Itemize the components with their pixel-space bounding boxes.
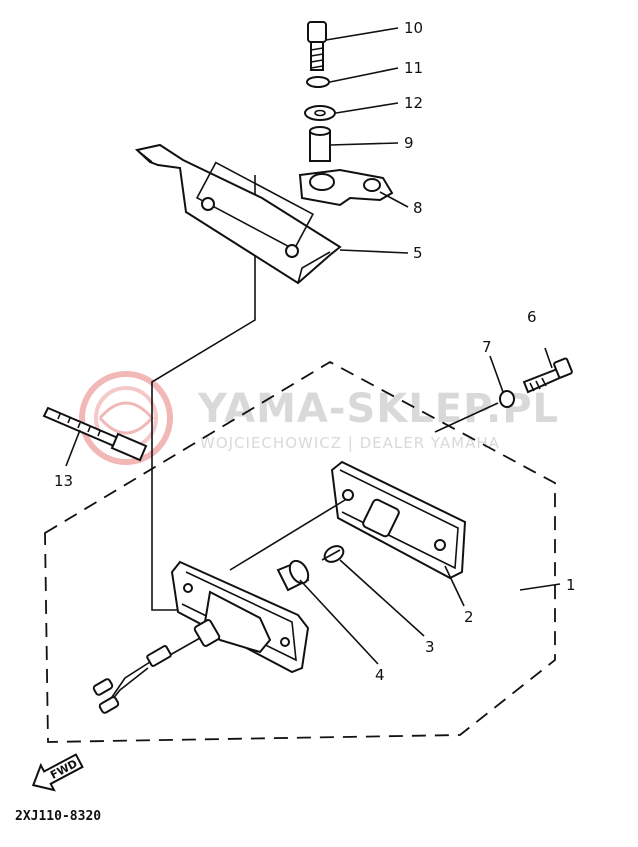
callout-12: 12 (404, 94, 423, 112)
wiring-harness (92, 619, 221, 714)
callout-3: 3 (425, 638, 435, 656)
callout-labels: 10 11 12 9 8 5 6 7 13 1 2 3 4 (54, 19, 576, 684)
assembly-outline (44, 360, 556, 743)
watermark-title: YAMA-SKLEP.PL (197, 386, 559, 432)
lamp-housing-part (170, 560, 310, 674)
callout-8: 8 (413, 199, 423, 217)
callout-11: 11 (404, 59, 423, 77)
callout-1: 1 (566, 576, 576, 594)
callout-2: 2 (464, 608, 474, 626)
cable-tie-part (42, 406, 148, 462)
spring-washer-part (306, 76, 330, 88)
stay-part (298, 168, 394, 207)
lens-part (330, 460, 467, 580)
bolt-part (307, 21, 327, 71)
leader-lines (65, 27, 561, 665)
fwd-arrow-icon: FWD (31, 753, 84, 792)
callout-7: 7 (482, 338, 492, 356)
callout-13: 13 (54, 472, 73, 490)
watermark-subtitle: WOJCIECHOWICZ | DEALER YAMAHA (200, 434, 500, 452)
flat-washer-part (304, 105, 336, 121)
bracket-to-lamp-line (151, 175, 256, 611)
callout-4: 4 (375, 666, 385, 684)
lens-screw-line (434, 402, 499, 433)
socket-part (276, 559, 310, 592)
lens-mount-line (229, 499, 346, 571)
screw-part (522, 357, 573, 394)
bracket-part (134, 143, 342, 285)
callout-5: 5 (413, 244, 423, 262)
callout-9: 9 (404, 134, 414, 152)
bulb-part (321, 545, 345, 563)
callout-6: 6 (527, 308, 537, 326)
drawing-code: 2XJ110-8320 (15, 809, 101, 824)
callout-10: 10 (404, 19, 423, 37)
collar-part (309, 126, 331, 162)
watermark: YAMA-SKLEP.PL WOJCIECHOWICZ | DEALER YAM… (79, 371, 559, 465)
washer-part (499, 390, 515, 408)
